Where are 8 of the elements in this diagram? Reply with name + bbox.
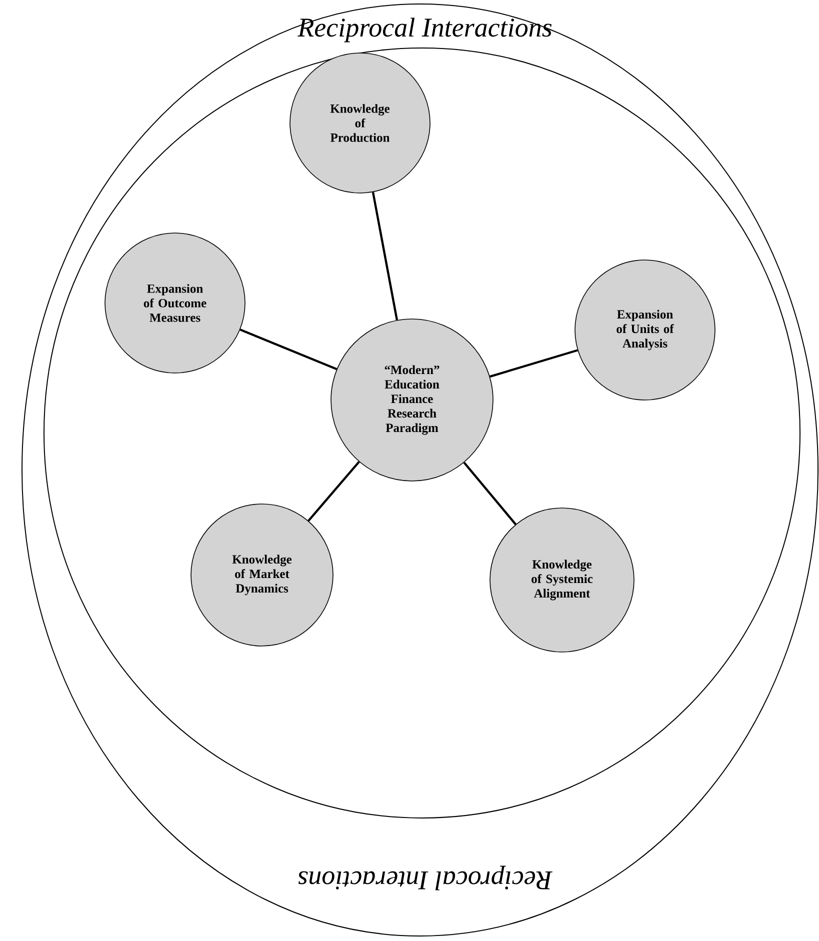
band-label: Reciprocal Interactions (298, 18, 552, 42)
connector-line (490, 349, 578, 378)
connector-line (372, 192, 398, 320)
band-label: Reciprocal Interactions (298, 866, 552, 890)
ellipse-outline (44, 47, 800, 818)
connector-line (308, 461, 360, 522)
connector-line (240, 328, 338, 370)
connector-line (463, 462, 516, 526)
